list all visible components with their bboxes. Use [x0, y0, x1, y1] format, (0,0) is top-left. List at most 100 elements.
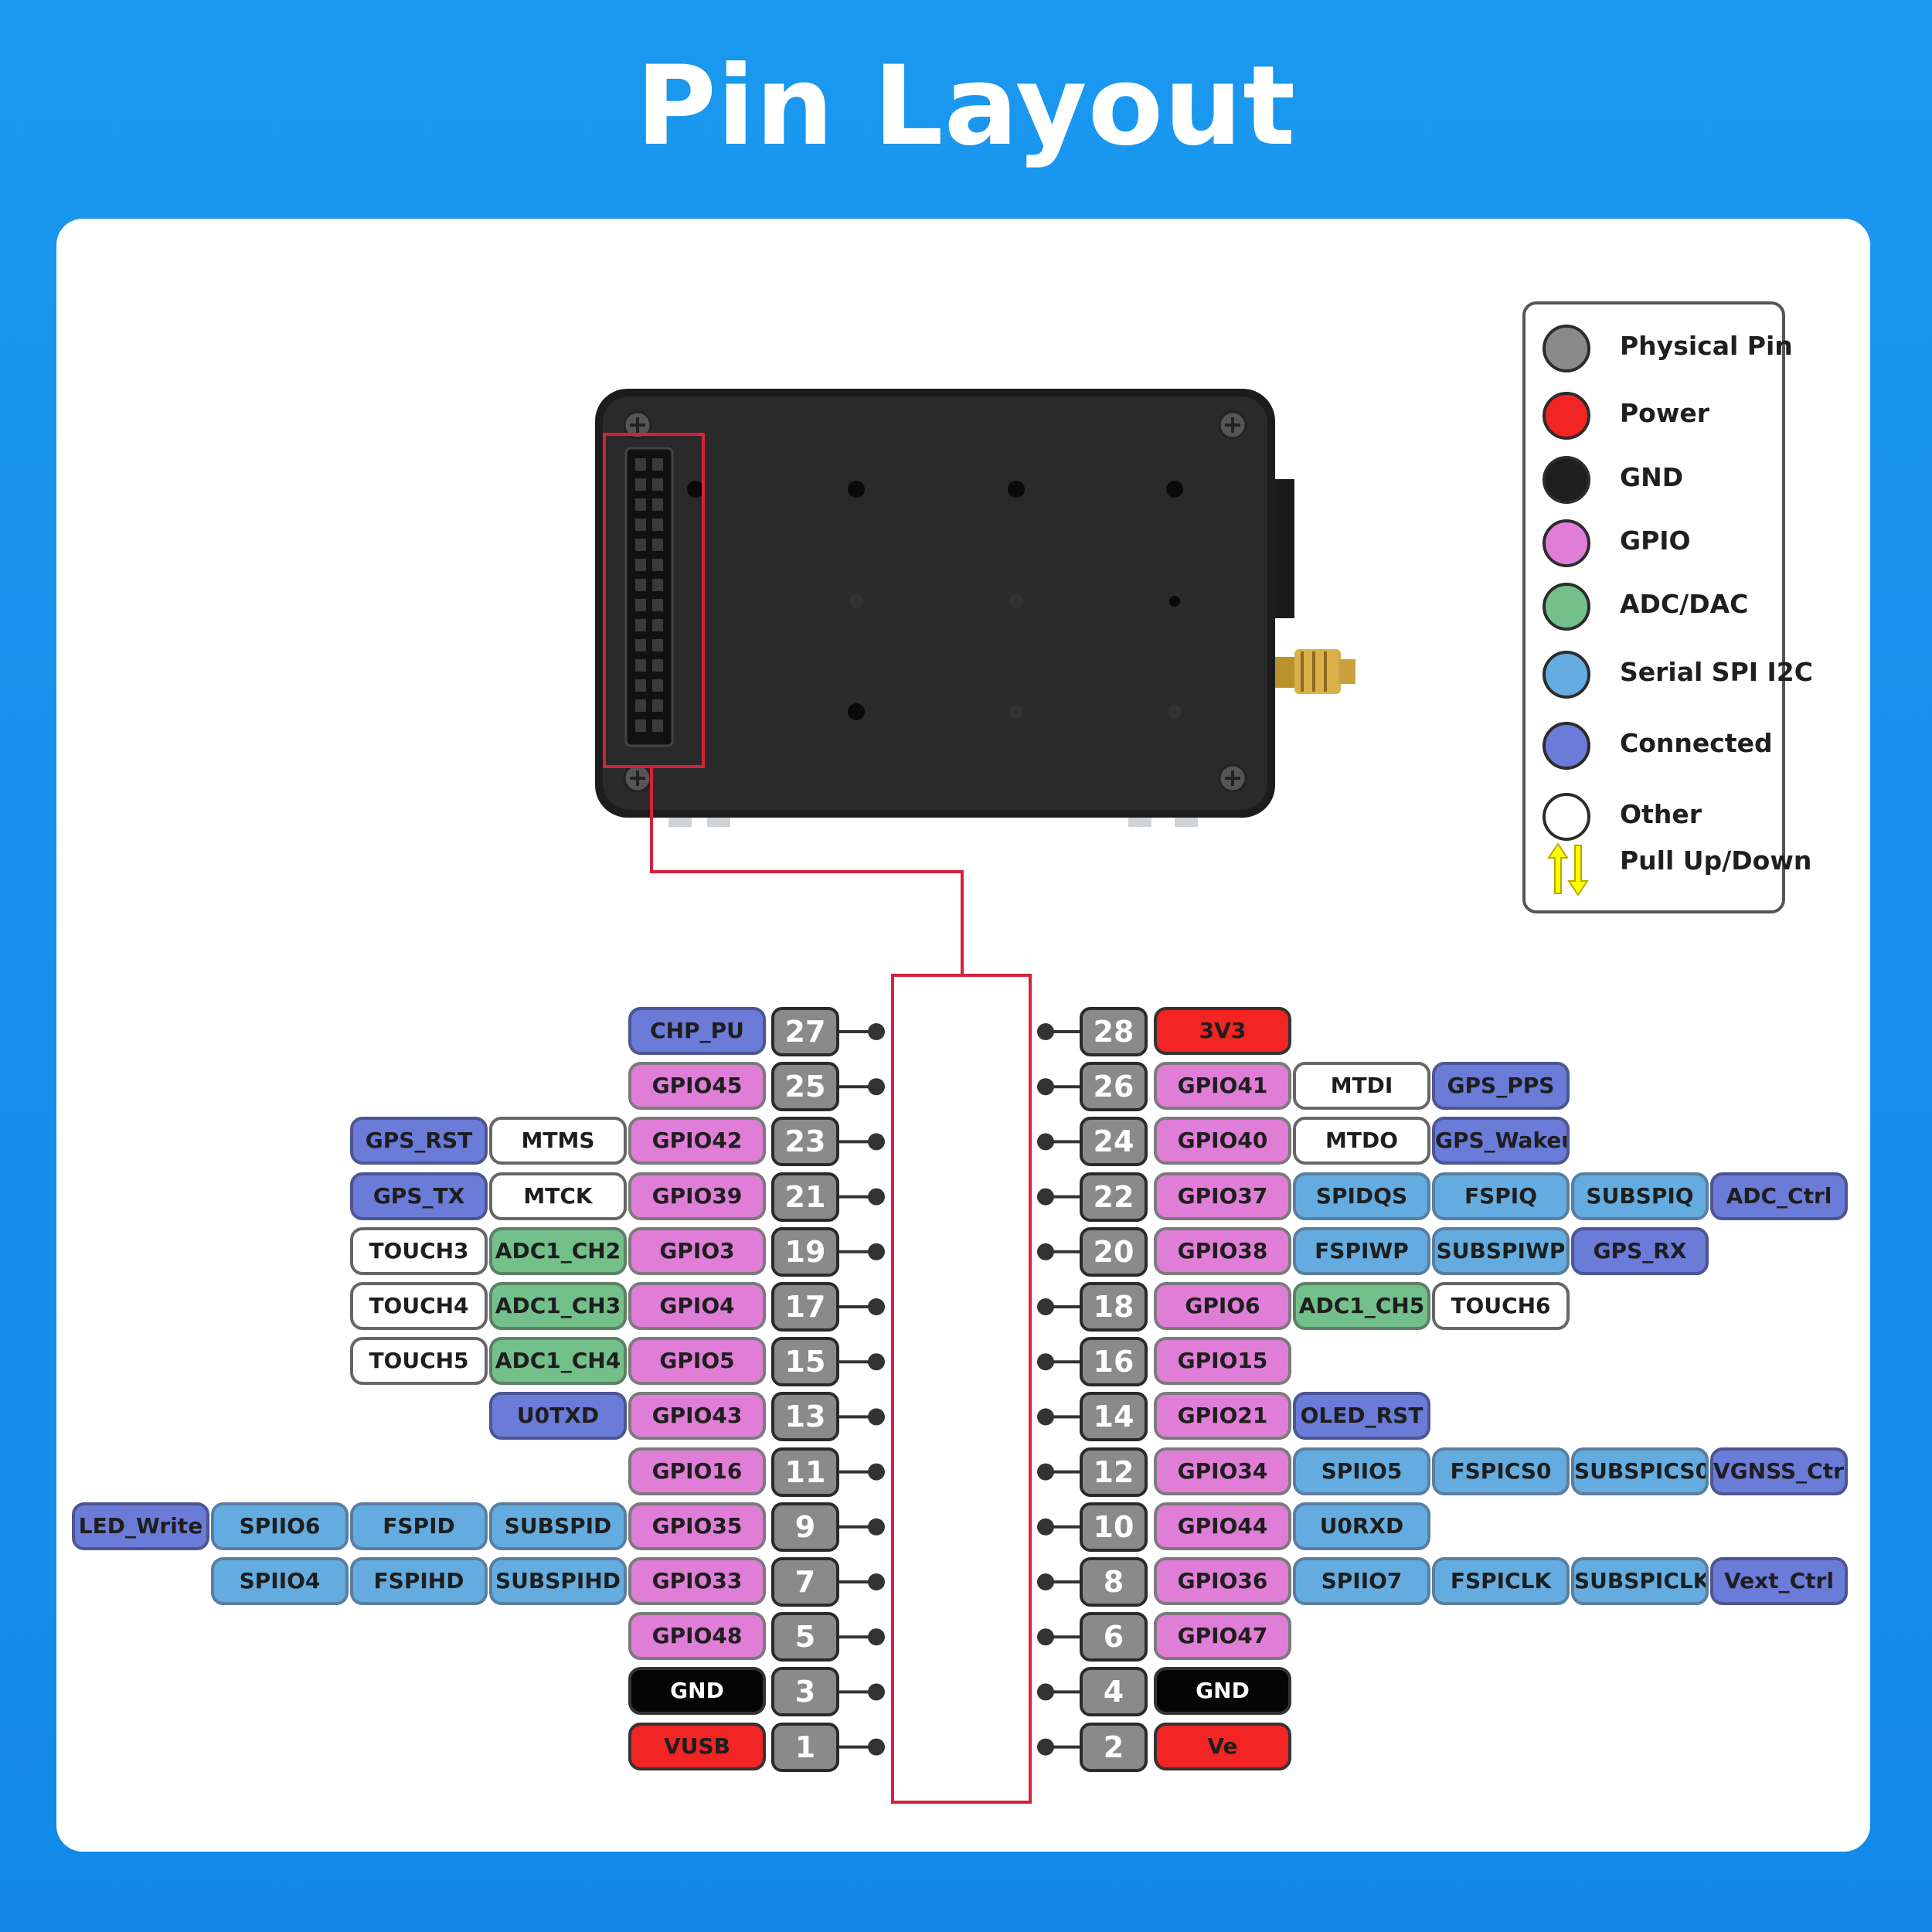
physical-pin-23: 23 [771, 1117, 839, 1167]
physical-pin-8: 8 [1080, 1557, 1148, 1607]
physical-pin-17: 17 [771, 1282, 839, 1332]
pin-label-gpio: GPIO42 [628, 1117, 766, 1165]
pin-label-conn: OLED_RST [1293, 1392, 1430, 1440]
legend-item-arrows: Pull Up/Down [1533, 839, 1811, 901]
header-hole [652, 498, 663, 511]
header-hole [652, 579, 663, 591]
pin-label-other: MTDI [1293, 1062, 1430, 1111]
legend-label: GND [1620, 462, 1684, 492]
pin-label-adc: ADC1_CH3 [489, 1282, 627, 1330]
pin-label-conn: VGNSS_Ctrl [1710, 1447, 1848, 1495]
pin-label-gpio: GPIO38 [1154, 1226, 1291, 1275]
pin-label-gpio: GPIO33 [628, 1557, 766, 1605]
physical-pin-5: 5 [771, 1612, 839, 1662]
pin-label-gpio: GPIO21 [1154, 1392, 1291, 1440]
physical-pin-14: 14 [1080, 1392, 1148, 1442]
pin-label-conn: GPS_PPS [1432, 1062, 1570, 1111]
physical-pin-22: 22 [1080, 1172, 1148, 1222]
pin-label-gpio: GPIO45 [628, 1062, 766, 1111]
legend-swatch-conn [1543, 722, 1590, 770]
pin-label-serial: SUBSPIWP [1432, 1226, 1570, 1275]
pin-label-serial: SPIIO7 [1293, 1557, 1430, 1605]
pin-label-gpio: GPIO44 [1154, 1502, 1291, 1550]
physical-pin-3: 3 [771, 1667, 839, 1717]
pin-label-conn: CHP_PU [628, 1007, 766, 1055]
pin-label-serial: FSPICLK [1432, 1557, 1570, 1605]
physical-pin-24: 24 [1080, 1117, 1148, 1167]
pin-label-conn: Vext_Ctrl [1710, 1557, 1848, 1605]
pin-label-serial: SPIIO6 [211, 1502, 349, 1550]
physical-pin-7: 7 [771, 1557, 839, 1607]
physical-pin-1: 1 [771, 1722, 839, 1772]
pin-label-serial: FSPIWP [1293, 1226, 1430, 1275]
pin-label-gnd: GND [1154, 1667, 1291, 1716]
pin-label-adc: ADC1_CH2 [489, 1226, 627, 1275]
pin-label-conn: GPS_RX [1571, 1226, 1709, 1275]
pin-label-gpio: GPIO4 [628, 1282, 766, 1330]
legend-item-physical: Physical Pin [1533, 318, 1793, 380]
pin-label-other: TOUCH3 [350, 1226, 488, 1275]
antenna-connector-icon [1275, 649, 1355, 694]
pin-label-serial: SUBSPIQ [1571, 1172, 1709, 1220]
legend-label: ADC/DAC [1620, 589, 1749, 619]
header-hole [635, 639, 646, 651]
pin-label-serial: FSPIHD [350, 1557, 488, 1605]
pin-label-gpio: GPIO16 [628, 1447, 766, 1495]
pin-label-gpio: GPIO37 [1154, 1172, 1291, 1220]
pin-label-other: MTCK [489, 1172, 627, 1220]
pin-label-serial: SPIDQS [1293, 1172, 1430, 1220]
legend-label: Physical Pin [1620, 331, 1793, 361]
physical-pin-13: 13 [771, 1392, 839, 1442]
header-hole [635, 679, 646, 692]
pin-label-gpio: GPIO41 [1154, 1062, 1291, 1111]
legend-label: Connected [1620, 728, 1773, 758]
physical-pin-28: 28 [1080, 1007, 1148, 1056]
pin-label-serial: FSPIQ [1432, 1172, 1570, 1220]
legend-swatch-gpio [1543, 519, 1590, 567]
legend-swatch-other [1543, 793, 1590, 841]
pin-label-gpio: GPIO35 [628, 1502, 766, 1550]
pin-label-gpio: GPIO39 [628, 1172, 766, 1220]
header-hole [635, 519, 646, 531]
physical-pin-10: 10 [1080, 1502, 1148, 1552]
pin-label-adc: ADC1_CH5 [1293, 1282, 1430, 1330]
pin-label-gpio: GPIO43 [628, 1392, 766, 1440]
pin-label-other: TOUCH4 [350, 1282, 488, 1330]
legend-swatch-adc [1543, 583, 1590, 631]
header-hole [652, 639, 663, 651]
pin-label-conn: U0TXD [489, 1392, 627, 1440]
legend-item-conn: Connected [1533, 716, 1788, 777]
device-enclosure [595, 383, 1360, 831]
pin-label-conn: ADC_Ctrl [1710, 1172, 1848, 1220]
legend-item-power: Power [1533, 386, 1788, 447]
legend-swatch-physical [1543, 325, 1590, 372]
header-hole [652, 519, 663, 531]
physical-pin-21: 21 [771, 1172, 839, 1222]
pin-label-serial: SUBSPIHD [489, 1557, 627, 1605]
legend-label: Power [1620, 398, 1709, 428]
physical-pin-2: 2 [1080, 1722, 1148, 1772]
pin-label-serial: U0RXD [1293, 1502, 1430, 1550]
header-hole [652, 659, 663, 672]
pin-label-gpio: GPIO48 [628, 1612, 766, 1661]
pin-label-conn: LED_Write [72, 1502, 209, 1550]
pin-label-power: Ve [1154, 1722, 1291, 1770]
pin-label-gpio: GPIO40 [1154, 1117, 1291, 1165]
header-hole [635, 579, 646, 591]
header-hole [652, 679, 663, 692]
header-hole [635, 559, 646, 571]
pin-label-serial: SUBSPID [489, 1502, 627, 1550]
pin-label-serial: FSPICS0 [1432, 1447, 1570, 1495]
legend-item-other: Other [1533, 787, 1788, 849]
pin-label-gpio: GPIO6 [1154, 1282, 1291, 1330]
header-hole [635, 458, 646, 471]
physical-pin-15: 15 [771, 1337, 839, 1387]
pin-label-gpio: GPIO36 [1154, 1557, 1291, 1605]
header-hole [635, 599, 646, 611]
pin-label-gpio: GPIO5 [628, 1337, 766, 1386]
pin-label-serial: SPIIO5 [1293, 1447, 1430, 1495]
header-hole [635, 478, 646, 491]
pin-label-gpio: GPIO47 [1154, 1612, 1291, 1661]
pin-label-conn: GPS_Wakeup [1432, 1117, 1570, 1165]
